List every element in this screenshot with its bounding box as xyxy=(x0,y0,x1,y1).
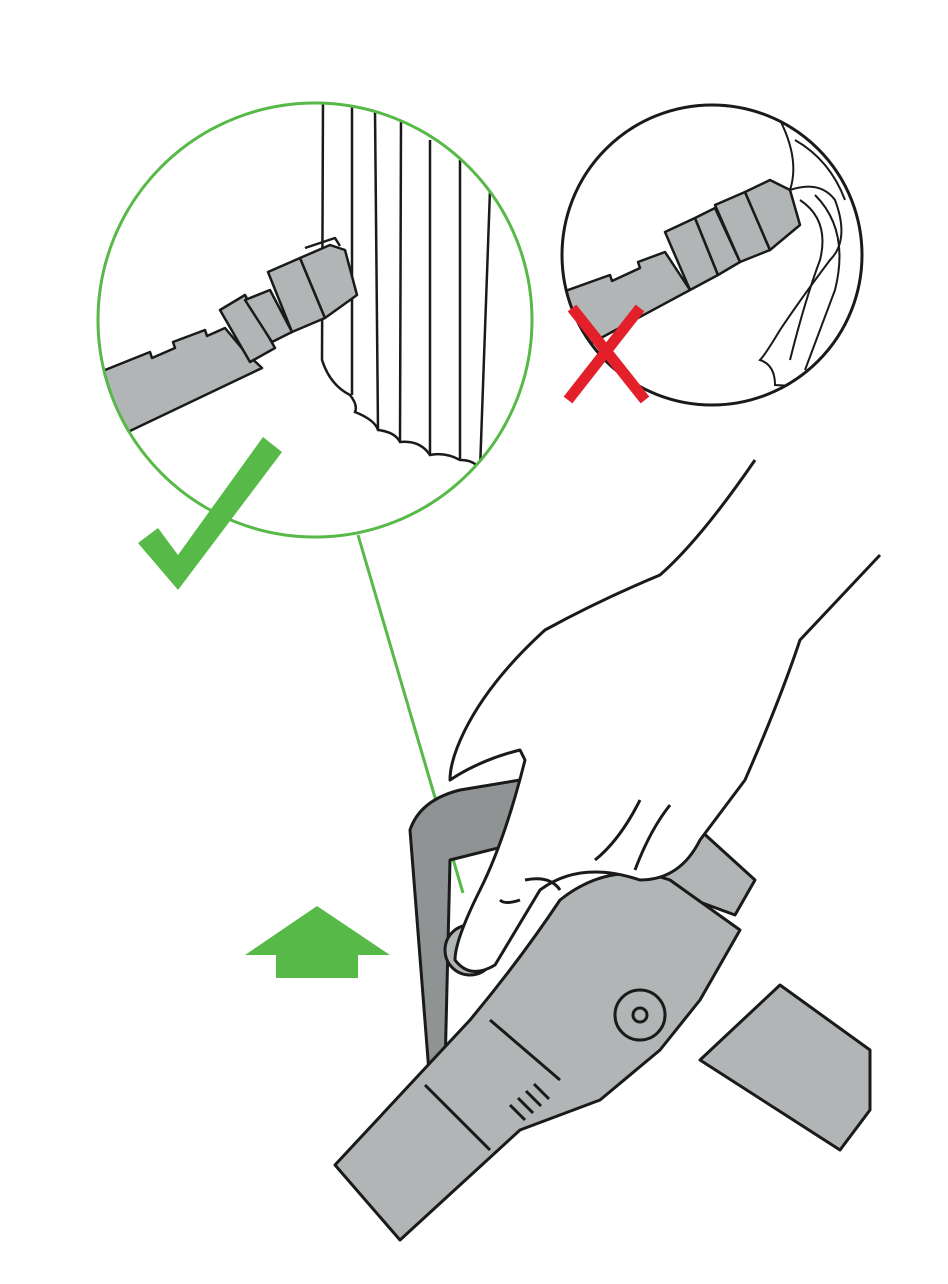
handle-grip xyxy=(408,778,532,1087)
crevice-tool xyxy=(562,178,802,362)
vacuum-handle xyxy=(333,778,872,1242)
hand xyxy=(448,459,882,973)
incorrect-magnifier-circle xyxy=(560,103,864,407)
cross-icon xyxy=(563,304,650,404)
vent-grille xyxy=(508,1082,551,1122)
incorrect-usage-panel xyxy=(560,103,864,407)
pivot-joint xyxy=(613,988,667,1042)
crevice-tool xyxy=(98,236,359,452)
correct-magnifier-circle xyxy=(96,101,534,539)
correct-usage-panel xyxy=(96,101,534,894)
wand-tube xyxy=(698,983,872,1152)
arrow-up-icon xyxy=(245,906,390,978)
curtain-fabric xyxy=(758,119,862,391)
check-icon xyxy=(138,437,282,590)
vacuum-body xyxy=(333,871,742,1242)
curtain xyxy=(320,103,532,472)
